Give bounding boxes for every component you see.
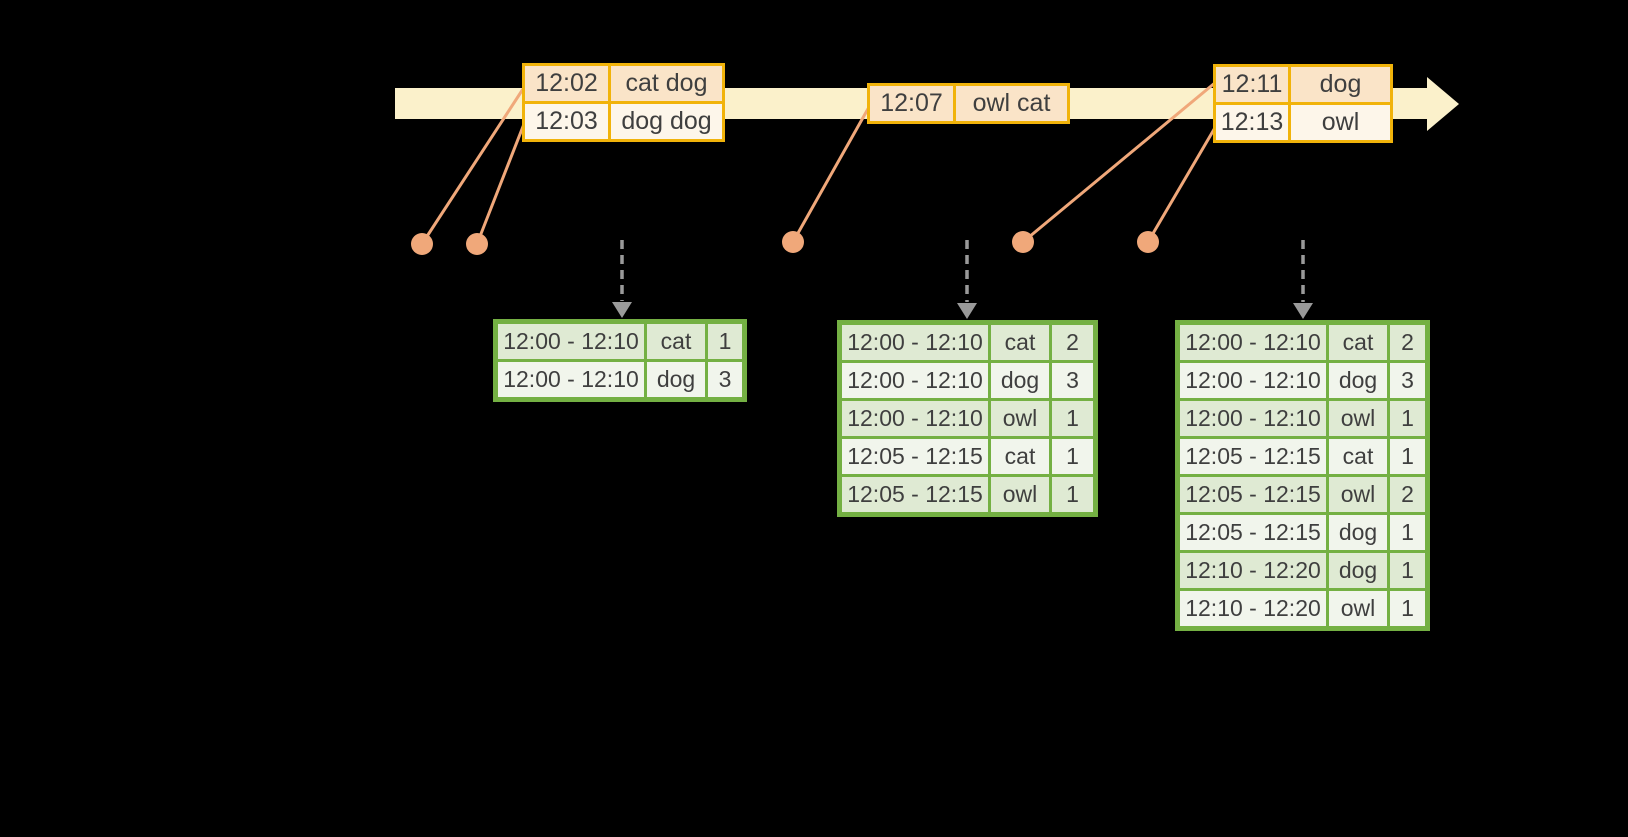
- table-cell: 3: [1052, 363, 1093, 398]
- table-cell: 1: [708, 324, 742, 359]
- timeline-arrowhead-icon: [1427, 77, 1459, 131]
- table-cell: 1: [1390, 401, 1425, 436]
- table-cell: 12:05 - 12:15: [842, 477, 988, 512]
- table-cell: 12:10 - 12:20: [1180, 591, 1326, 626]
- table-cell: owl: [991, 477, 1049, 512]
- table-cell: 1: [1390, 553, 1425, 588]
- table-cell: cat: [1329, 325, 1387, 360]
- table-cell: 12:00 - 12:10: [1180, 325, 1326, 360]
- table-cell: 12:11: [1216, 67, 1288, 102]
- table-cell: 12:02: [525, 66, 608, 101]
- event-dot: [1012, 231, 1034, 253]
- table-cell: owl: [1329, 477, 1387, 512]
- table-cell: dog: [1291, 67, 1390, 102]
- table-cell: 3: [708, 362, 742, 397]
- table-cell: cat: [1329, 439, 1387, 474]
- table-cell: cat: [647, 324, 705, 359]
- table-cell: dog dog: [611, 104, 722, 139]
- table-cell: 12:05 - 12:15: [1180, 515, 1326, 550]
- table-cell: 1: [1390, 515, 1425, 550]
- table-cell: 12:00 - 12:10: [498, 324, 644, 359]
- table-cell: 1: [1390, 591, 1425, 626]
- table-cell: 12:07: [870, 86, 953, 121]
- trigger-arrow-icon: [957, 240, 977, 319]
- table-cell: 12:00 - 12:10: [1180, 363, 1326, 398]
- table-cell: 12:10 - 12:20: [1180, 553, 1326, 588]
- table-cell: 12:05 - 12:15: [1180, 477, 1326, 512]
- table-cell: cat dog: [611, 66, 722, 101]
- table-cell: dog: [991, 363, 1049, 398]
- table-cell: dog: [1329, 553, 1387, 588]
- event-dot: [1137, 231, 1159, 253]
- table-cell: 12:00 - 12:10: [842, 401, 988, 436]
- table-cell: dog: [1329, 363, 1387, 398]
- connector-line: [475, 123, 526, 245]
- event-dot: [411, 233, 433, 255]
- table-cell: cat: [991, 325, 1049, 360]
- table-cell: owl: [1291, 105, 1390, 140]
- table-cell: dog: [1329, 515, 1387, 550]
- table-cell: 12:05 - 12:15: [1180, 439, 1326, 474]
- table-cell: 1: [1052, 477, 1093, 512]
- table-cell: 2: [1052, 325, 1093, 360]
- connector-line: [1022, 80, 1217, 244]
- event-dot: [466, 233, 488, 255]
- connector-line: [1146, 125, 1218, 243]
- table-cell: 12:00 - 12:10: [1180, 401, 1326, 436]
- table-cell: owl: [1329, 591, 1387, 626]
- trigger-arrow-icon: [1293, 240, 1313, 319]
- connector-line: [791, 106, 871, 243]
- table-cell: owl: [1329, 401, 1387, 436]
- table-cell: cat: [991, 439, 1049, 474]
- table-cell: 12:00 - 12:10: [498, 362, 644, 397]
- table-cell: dog: [647, 362, 705, 397]
- table-cell: 12:03: [525, 104, 608, 139]
- table-cell: 2: [1390, 325, 1425, 360]
- trigger-arrow-icon: [612, 240, 632, 318]
- table-cell: owl: [991, 401, 1049, 436]
- event-dot: [782, 231, 804, 253]
- table-cell: 12:00 - 12:10: [842, 363, 988, 398]
- table-cell: 3: [1390, 363, 1425, 398]
- table-cell: 1: [1052, 401, 1093, 436]
- table-cell: 12:00 - 12:10: [842, 325, 988, 360]
- table-cell: 1: [1052, 439, 1093, 474]
- table-cell: owl cat: [956, 86, 1067, 121]
- table-cell: 2: [1390, 477, 1425, 512]
- table-cell: 12:13: [1216, 105, 1288, 140]
- table-cell: 1: [1390, 439, 1425, 474]
- connector-line: [420, 88, 525, 245]
- table-cell: 12:05 - 12:15: [842, 439, 988, 474]
